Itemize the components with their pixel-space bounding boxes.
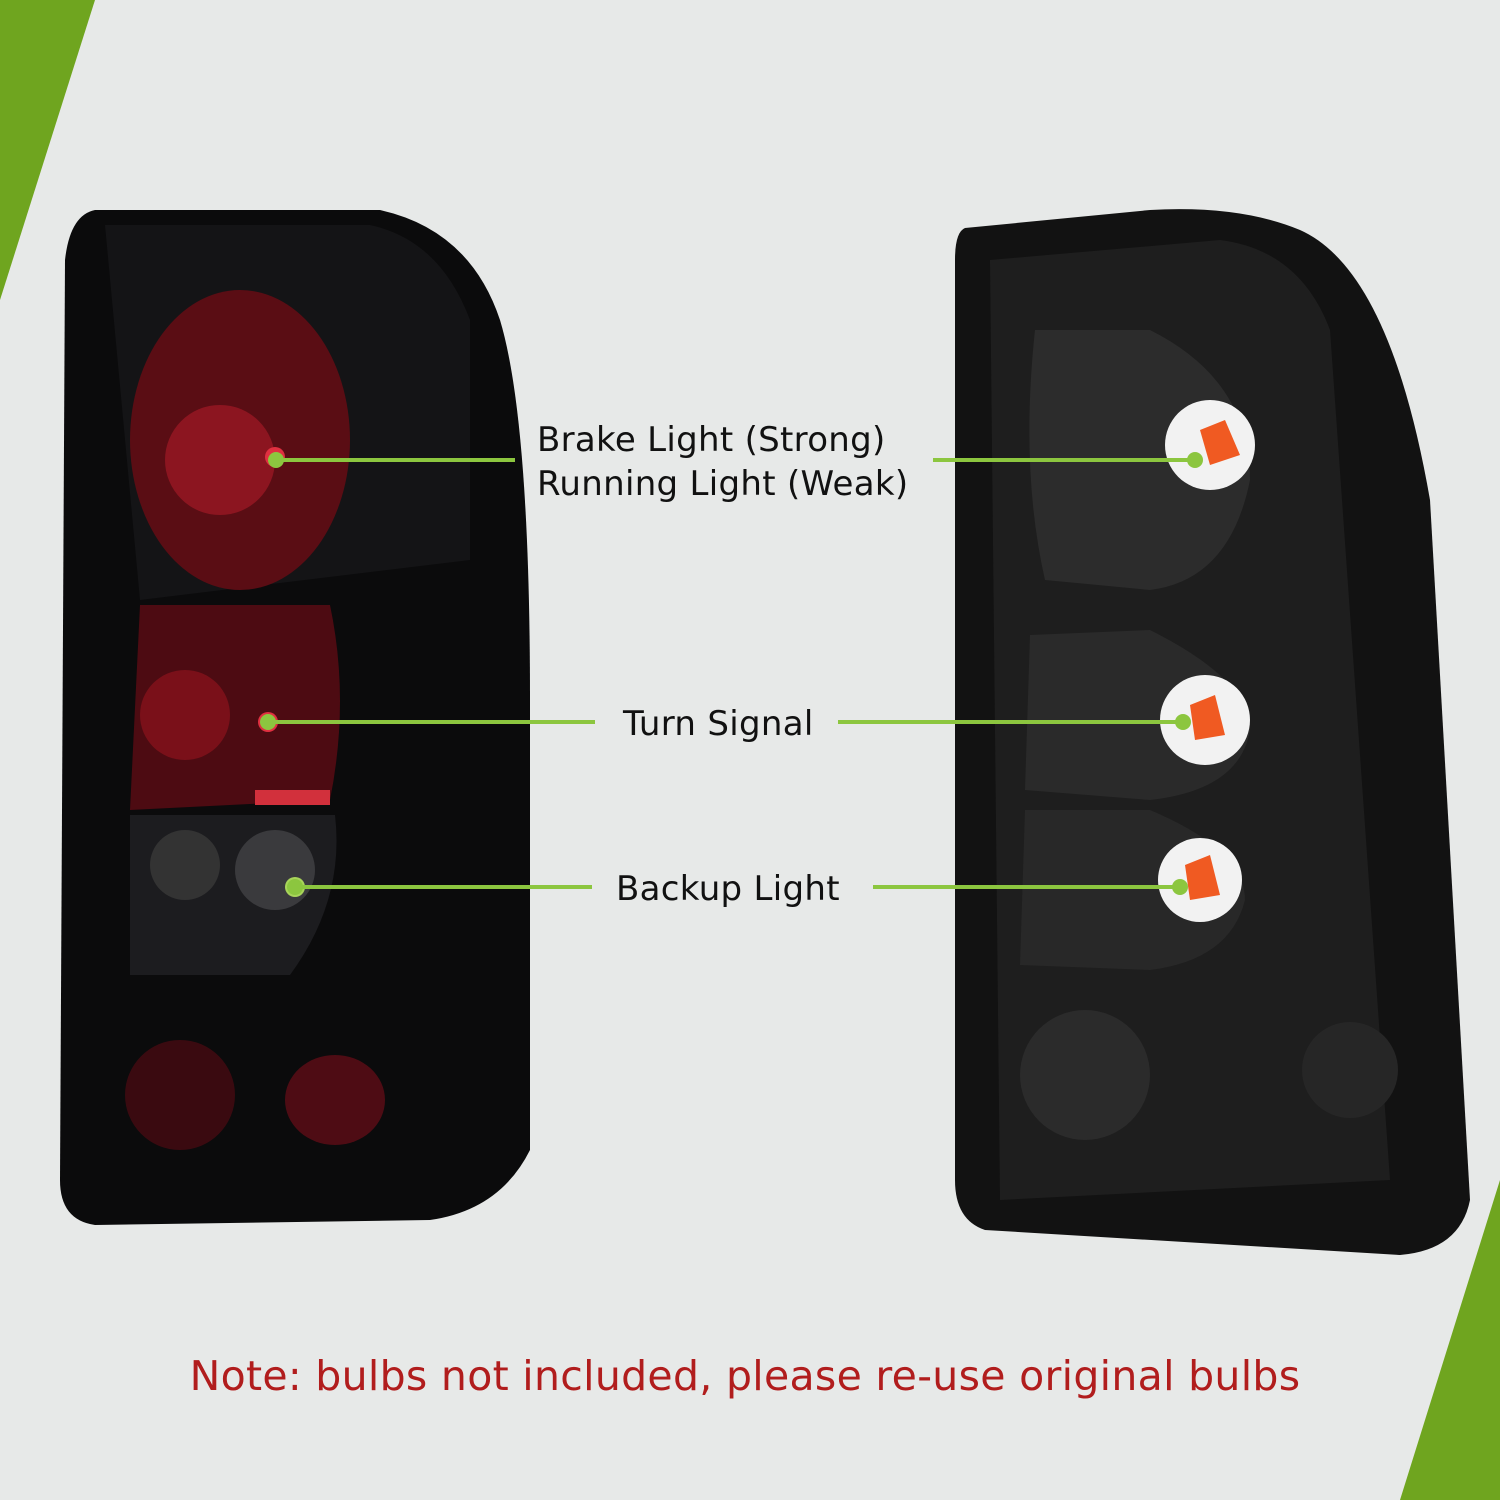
- leader-lines: [268, 458, 1195, 889]
- green-corner-top-left: [0, 0, 95, 300]
- tail-light-back-view: [955, 209, 1470, 1256]
- callout-backup-light: Backup Light: [616, 869, 840, 909]
- bulb-socket-middle: [1160, 675, 1250, 765]
- callout-dot: [1172, 879, 1188, 895]
- green-corner-bottom-right: [1400, 1180, 1500, 1500]
- tail-light-front-view: [60, 210, 530, 1225]
- callout-dot: [268, 452, 284, 468]
- callout-brake-light: Brake Light (Strong) Running Light (Weak…: [537, 418, 908, 506]
- bulb-socket-bottom: [1158, 838, 1242, 922]
- callout-dot: [1175, 714, 1191, 730]
- callout-brake-line2: Running Light (Weak): [537, 464, 909, 504]
- bulb-socket-top: [1165, 400, 1255, 490]
- callout-dot: [260, 714, 276, 730]
- callout-dot: [287, 879, 303, 895]
- callout-brake-line1: Brake Light (Strong): [537, 420, 886, 460]
- callout-turn-signal: Turn Signal: [623, 704, 814, 744]
- bulbs-note: Note: bulbs not included, please re-use …: [189, 1352, 1301, 1400]
- callout-dot: [1187, 452, 1203, 468]
